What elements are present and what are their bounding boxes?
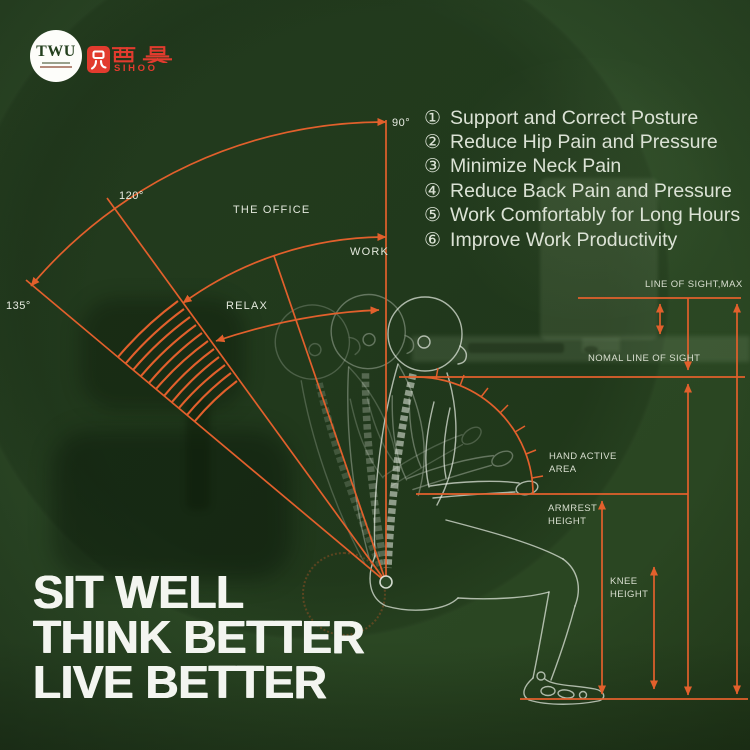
- ankle-bone: [536, 671, 546, 681]
- hip-seat-outline: [369, 555, 459, 611]
- angle-label-90: 90°: [392, 117, 411, 129]
- background-keyboard: [468, 343, 564, 353]
- head-outline: [387, 296, 463, 372]
- label-line-of-sight-max: LINE OF SIGHT,MAX: [645, 279, 743, 290]
- hand-active-area-arc: [415, 367, 544, 495]
- sihoo-hanzi-logo: 西昊: [112, 46, 172, 63]
- background-monitor: [540, 178, 658, 340]
- background-desk: [412, 336, 750, 362]
- sihoo-logo-icon: [87, 46, 110, 73]
- forearm-top: [429, 480, 520, 487]
- headline-line-3: LIVE BETTER: [33, 656, 327, 708]
- background-chair-wheel: [302, 552, 386, 636]
- twu-tagline-bar: [42, 62, 70, 64]
- label-armrest-height: ARMREST HEIGHT: [548, 503, 598, 527]
- thigh-top: [445, 519, 564, 560]
- twu-logo-text: TWU: [36, 42, 76, 60]
- hip-pivot-point: [379, 575, 393, 589]
- background-monitor-stand: [582, 338, 620, 352]
- legs-sketch: [369, 519, 605, 705]
- background-mouse: [584, 346, 598, 353]
- headline-line-2: THINK BETTER: [33, 611, 365, 663]
- line-120deg: [106, 197, 387, 583]
- seated-figure-sketch: [251, 259, 605, 705]
- line-135deg: [25, 279, 387, 583]
- benefit-item-4: ④ Reduce Back Pain and Pressure: [424, 179, 740, 203]
- background-window-light: [430, 58, 750, 320]
- back-outline: [373, 363, 399, 557]
- circled-number-5-icon: ⑤: [424, 205, 442, 227]
- knee-outline: [562, 558, 579, 607]
- label-knee-height: KNEE HEIGHT: [610, 576, 649, 600]
- benefit-item-2: ② Reduce Hip Pain and Pressure: [424, 130, 740, 154]
- ghost-posture-1: [311, 270, 532, 571]
- benefit-item-3: ③ Minimize Neck Pain: [424, 155, 740, 179]
- foot-outline: [523, 677, 605, 705]
- angle-label-135: 135°: [6, 300, 31, 312]
- shin-back: [532, 591, 550, 679]
- forearm-bottom: [432, 491, 516, 499]
- recline-angle-fan: [25, 117, 387, 583]
- toe-bone: [578, 690, 588, 700]
- shin-front: [550, 605, 576, 681]
- upper-arm-back: [425, 401, 435, 488]
- benefit-text: Support and Correct Posture: [450, 106, 699, 129]
- angle-label-120: 120°: [119, 190, 144, 202]
- hand-arc-ticks: [435, 367, 544, 479]
- label-normal-line-of-sight: NOMAL LINE OF SIGHT: [588, 353, 701, 364]
- relax-hatch-band: [117, 300, 238, 422]
- sihoo-logo-wordmark: SIHOO: [114, 63, 158, 74]
- twu-logo: TWU: [30, 30, 82, 82]
- upper-arm-front: [443, 407, 451, 479]
- benefit-text: Minimize Neck Pain: [450, 155, 622, 178]
- circled-number-4-icon: ④: [424, 180, 442, 202]
- ear-outline: [417, 335, 431, 349]
- background-floor-shadow: [0, 640, 750, 750]
- headline: SIT WELL THINK BETTER LIVE BETTER: [33, 566, 365, 708]
- arc-office-range: [30, 117, 387, 287]
- label-hand-active-area: HAND ACTIVE AREA: [549, 451, 617, 475]
- zone-label-relax: RELAX: [226, 300, 269, 312]
- headline-line-1: SIT WELL: [33, 566, 244, 618]
- benefit-text: Reduce Hip Pain and Pressure: [450, 131, 718, 154]
- benefit-text: Improve Work Productivity: [450, 228, 678, 251]
- arc-work-range: [182, 233, 387, 304]
- upper-body-sketch: [373, 296, 539, 569]
- benefit-item-6: ⑥ Improve Work Productivity: [424, 228, 740, 252]
- circled-number-6-icon: ⑥: [424, 229, 442, 251]
- circled-number-3-icon: ③: [424, 156, 442, 178]
- chest-outline: [436, 372, 457, 506]
- benefit-text: Work Comfortably for Long Hours: [450, 204, 741, 227]
- twu-subtagline-bar: [40, 66, 72, 69]
- zone-label-work: WORK: [350, 246, 390, 258]
- circled-number-1-icon: ①: [424, 107, 442, 129]
- thigh-bottom: [457, 591, 550, 600]
- ergonomic-measurements: [399, 297, 748, 700]
- foot-bone-2: [557, 689, 575, 699]
- benefits-list: ① Support and Correct Posture ② Reduce H…: [424, 106, 740, 252]
- arrow-relax-range: [215, 306, 380, 343]
- spine-vertebrae: [384, 373, 417, 569]
- zone-label-office: THE OFFICE: [233, 204, 311, 216]
- circled-number-2-icon: ②: [424, 132, 442, 154]
- benefit-text: Reduce Back Pain and Pressure: [450, 179, 732, 202]
- benefit-item-5: ⑤ Work Comfortably for Long Hours: [424, 204, 740, 228]
- background-chair-base: [52, 430, 292, 580]
- nose-outline: [457, 345, 468, 365]
- benefit-item-1: ① Support and Correct Posture: [424, 106, 740, 130]
- foot-bone-1: [540, 685, 556, 697]
